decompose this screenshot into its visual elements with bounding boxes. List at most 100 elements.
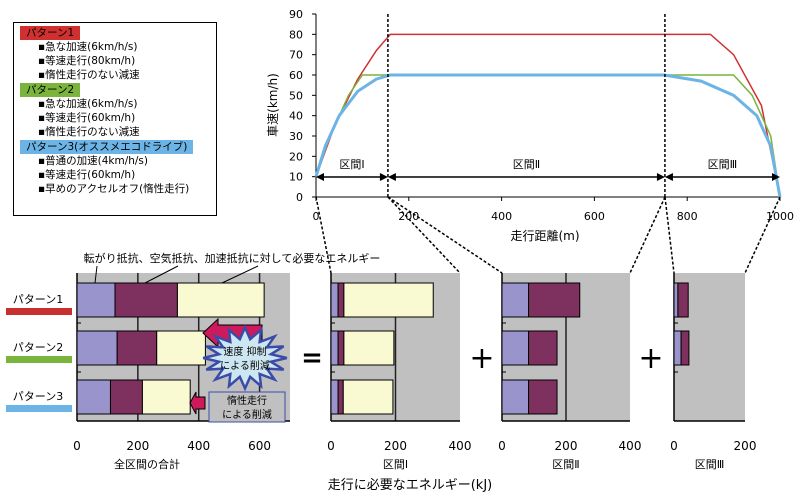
energy-annotation: 転がり抵抗、空気抵抗、加速抵抗に対して必要なエネルギー	[84, 251, 381, 265]
y-tick-label: 30	[289, 130, 303, 143]
arrow-head	[664, 173, 673, 181]
bar-加速抵抗	[176, 282, 265, 318]
x-tick-label: 0	[313, 210, 320, 223]
legend-item: ▪等速走行(80km/h)	[38, 55, 136, 67]
panel-title: 区間Ⅲ	[695, 458, 725, 471]
legend-item: ▪等速走行(60km/h)	[38, 112, 136, 124]
x-axis-label: 走行距離(m)	[510, 229, 579, 243]
panel-title: 区間Ⅰ	[383, 458, 408, 471]
plus-sign: +	[638, 341, 663, 376]
starburst-shape	[202, 324, 288, 392]
energy-axis-label: 走行に必要なエネルギー(kJ)	[328, 478, 493, 493]
zoom-connector	[387, 196, 461, 274]
bar-加速抵抗	[156, 330, 206, 366]
legend-item: ▪等速走行(60km/h)	[38, 169, 136, 181]
x-tick-label: 400	[449, 439, 472, 453]
bar-加速抵抗	[343, 282, 434, 318]
bar-空気抵抗	[528, 330, 558, 366]
burst-text: による削減	[220, 359, 270, 372]
zoom-connector	[744, 196, 781, 274]
bar-転がり抵抗	[76, 379, 111, 415]
legend-title-pattern-3: パターン3(オススメエコドライブ)	[20, 140, 194, 154]
section-label: 区間Ⅰ	[339, 158, 364, 171]
panel-title: 全区間の合計	[114, 457, 180, 471]
x-tick-label: 400	[619, 439, 642, 453]
zoom-connector	[629, 196, 666, 274]
annotation-leader	[144, 265, 179, 284]
arrow-head	[772, 173, 780, 181]
y-tick-label: 80	[289, 28, 303, 41]
x-tick-label: 200	[384, 439, 407, 453]
bar-空気抵抗	[109, 379, 143, 415]
burst-text: 速度 抑制	[223, 345, 266, 358]
box-text: 惰性走行	[227, 394, 267, 407]
coast-reduction-arrow-icon	[189, 391, 206, 415]
arrow-head	[656, 173, 665, 181]
bar-転がり抵抗	[330, 282, 339, 318]
legend-item: ▪普通の加速(4km/h/s)	[38, 155, 148, 167]
pattern-label: パターン2	[13, 341, 63, 354]
x-tick-label: 600	[248, 439, 271, 453]
bar-転がり抵抗	[76, 282, 116, 318]
bar-空気抵抗	[337, 282, 345, 318]
zoom-connector	[315, 196, 332, 274]
x-tick-label: 800	[677, 210, 698, 223]
x-tick-label: 200	[734, 439, 757, 453]
bar-転がり抵抗	[330, 379, 339, 415]
bar-加速抵抗	[342, 379, 394, 415]
pattern-legend: パターン1▪急な加速(6km/h/s)▪等速走行(80km/h)▪惰性走行のない…	[13, 22, 217, 216]
coast-reduction-box	[208, 391, 286, 423]
bar-転がり抵抗	[673, 330, 682, 366]
pattern-label: パターン3	[13, 390, 63, 403]
annotation-leader	[94, 265, 98, 284]
box-text: による削減	[222, 408, 272, 421]
y-tick-label: 40	[289, 110, 303, 123]
bar-空気抵抗	[528, 379, 558, 415]
x-tick-label: 200	[126, 439, 149, 453]
pattern-label: パターン1	[13, 293, 63, 306]
zoom-connector	[664, 196, 675, 274]
x-tick-label: 400	[187, 439, 210, 453]
speed-line-パターン2	[315, 74, 781, 198]
bar-空気抵抗	[528, 282, 581, 318]
bar-転がり抵抗	[330, 330, 339, 366]
bar-加速抵抗	[343, 330, 395, 366]
bar-空気抵抗	[337, 330, 345, 366]
bar-空気抵抗	[337, 379, 344, 415]
y-tick-label: 60	[289, 69, 303, 82]
legend-title-pattern-1: パターン1	[20, 26, 81, 40]
y-axis-label: 車速(km/h)	[266, 73, 280, 137]
x-tick-label: 400	[491, 210, 512, 223]
pattern-color-bar	[6, 308, 72, 315]
legend-title-pattern-2: パターン2	[20, 83, 81, 97]
pattern-color-bar	[6, 356, 72, 363]
x-tick-label: 200	[555, 439, 578, 453]
bar-転がり抵抗	[501, 330, 530, 366]
arrow-head	[316, 173, 324, 181]
speed-line-パターン3	[314, 73, 782, 198]
arrow-head	[379, 173, 388, 181]
y-tick-label: 70	[289, 49, 303, 62]
bar-転がり抵抗	[501, 282, 530, 318]
legend-item: ▪急な加速(6km/h/s)	[38, 41, 138, 53]
arrow-head	[387, 173, 396, 181]
y-tick-label: 90	[289, 8, 303, 21]
legend-item: ▪惰性走行のない減速	[38, 69, 140, 81]
x-tick-label: 0	[327, 439, 335, 453]
plus-sign: +	[469, 341, 494, 376]
y-tick-label: 0	[296, 191, 303, 204]
equals-sign: =	[301, 343, 323, 373]
bar-空気抵抗	[677, 282, 689, 318]
x-tick-label: 0	[73, 439, 81, 453]
x-tick-label: 0	[498, 439, 506, 453]
legend-item: ▪急な加速(6km/h/s)	[38, 98, 138, 110]
bar-転がり抵抗	[673, 282, 679, 318]
panel-title: 区間Ⅱ	[552, 458, 579, 471]
legend-item: ▪惰性走行のない減速	[38, 126, 140, 138]
bar-空気抵抗	[116, 330, 158, 366]
legend-item: ▪早めのアクセルオフ(惰性走行)	[38, 183, 190, 195]
speed-line-パターン1	[315, 33, 781, 198]
x-tick-label: 600	[584, 210, 605, 223]
bar-空気抵抗	[114, 282, 178, 318]
